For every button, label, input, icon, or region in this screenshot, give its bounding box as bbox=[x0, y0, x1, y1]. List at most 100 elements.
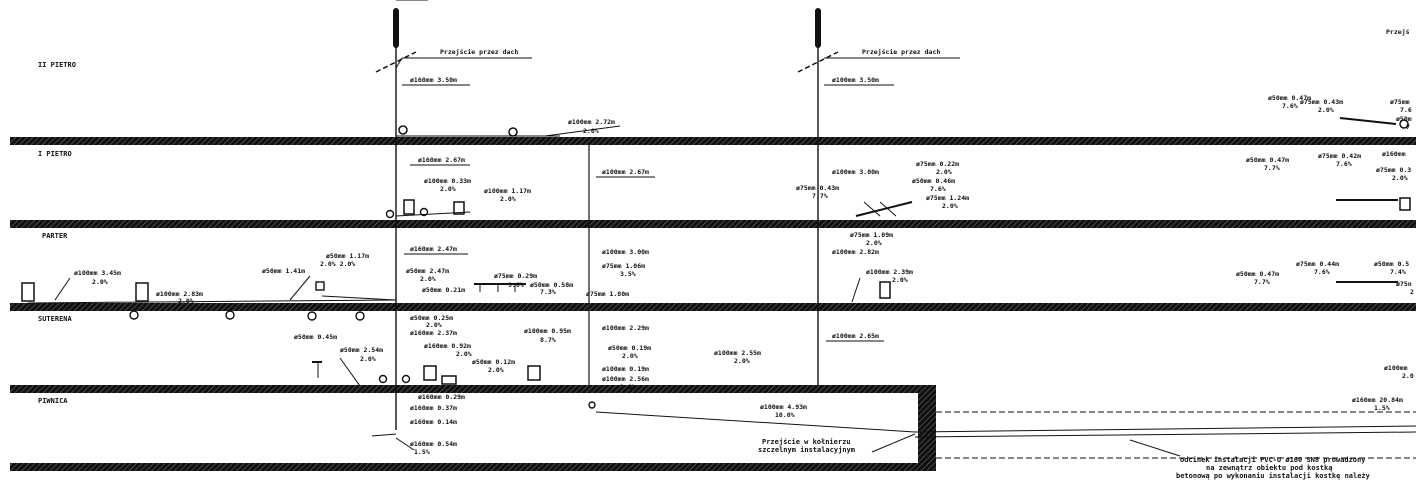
riser-c-i-c: ø50mm 0.46m bbox=[912, 177, 955, 185]
riser-b-sut-e: ø100mm 2.56m bbox=[602, 375, 649, 383]
middle-a-slope: 2.0% bbox=[734, 357, 750, 365]
right-i-d-slope: 2.0% bbox=[1392, 174, 1408, 182]
riser-a-par-branch-slope: 2.0% bbox=[420, 275, 436, 283]
right-par-b-slope: 7.6% bbox=[1314, 268, 1330, 276]
riser-a-suterena-label: ø160mm 2.37m bbox=[410, 329, 457, 337]
left-wing-d-slope: 2.0% 2.0% bbox=[320, 260, 355, 268]
riser-c-par-label: ø100mm 2.82m bbox=[832, 248, 879, 256]
riser-a-i-branch-a-slope: 2.0% bbox=[440, 185, 456, 193]
middle-a: ø100mm 2.55m bbox=[714, 349, 761, 357]
right-par-d: ø75n bbox=[1396, 280, 1412, 288]
middle-note-line2: szczelnym instalacyjnym bbox=[758, 446, 855, 454]
floor-label-parter: PARTER bbox=[42, 232, 68, 240]
left-wing-f: ø50mm 2.54m bbox=[340, 346, 383, 354]
top-fragment: Przejś bbox=[1386, 28, 1410, 36]
riser-a-sut-branch-b: ø160mm 0.92m bbox=[424, 342, 471, 350]
riser-a-sut-branch-c-slope: 2.0% bbox=[488, 366, 504, 374]
foundation-wall bbox=[918, 385, 936, 471]
roof-pipe-label: ø100mm 2.72m bbox=[568, 118, 615, 126]
left-wing-c: ø50mm 1.41m bbox=[262, 267, 305, 275]
riser-a-sut-branch-b-slope: 2.0% bbox=[456, 350, 472, 358]
middle-b-slope: 10.0% bbox=[775, 411, 795, 419]
riser-a-piw-d-slope: 1.5% bbox=[414, 448, 430, 456]
left-wing-a-slope: 2.0% bbox=[92, 278, 108, 286]
right-i-c: ø160mm bbox=[1382, 150, 1406, 158]
riser-a-piw-c: ø160mm 0.14m bbox=[410, 418, 457, 426]
riser-c-i-a-slope: 7.7% bbox=[812, 192, 828, 200]
riser-b-sut-a: ø100mm 0.95m bbox=[524, 327, 571, 335]
right-piw-b-slope: 1.5% bbox=[1374, 404, 1390, 412]
left-wing-f-slope: 2.0% bbox=[360, 355, 376, 363]
riser-c-par-b: ø100mm 2.39m bbox=[866, 268, 913, 276]
riser-a-piw-b: ø160mm 0.37m bbox=[410, 404, 457, 412]
riser-b-par-d: ø75mm 1.06m bbox=[602, 262, 645, 270]
riser-a-parter-label: ø160mm 2.47m bbox=[410, 245, 457, 253]
right-ii-b-slope: 7.6% bbox=[1282, 102, 1298, 110]
bottom-note-line3: betonową po wykonaniu instalacji kostkę … bbox=[1176, 472, 1371, 480]
slab-i bbox=[10, 220, 1416, 228]
roof-pipe-slope: 2.0% bbox=[583, 127, 599, 135]
riser-c-i-c-slope: 7.6% bbox=[930, 185, 946, 193]
right-ii-a-slope: 2.0% bbox=[1318, 106, 1334, 114]
riser-b-sut-c: ø50mm 0.19m bbox=[608, 344, 651, 352]
riser-a-par-branch: ø50mm 2.47m bbox=[406, 267, 449, 275]
slab-parter bbox=[10, 303, 1416, 311]
riser-b-par-a: ø75mm 0.29m bbox=[494, 272, 537, 280]
riser-b-i-label: ø100mm 2.67m bbox=[602, 168, 649, 176]
floor-label-ii: II PIETRO bbox=[38, 61, 76, 69]
right-par-c-slope: 7.4% bbox=[1390, 268, 1406, 276]
riser-a-piw-d: ø160mm 0.54m bbox=[410, 440, 457, 448]
left-wing-d: ø50mm 1.17m bbox=[326, 252, 369, 260]
left-wing-e: ø50mm 0.45m bbox=[294, 333, 337, 341]
bottom-note-line2: na zewnątrz obiektu pod kostką bbox=[1206, 464, 1332, 472]
riser-b-par-slope-x: 7.3% bbox=[540, 288, 556, 296]
middle-b: ø100mm 4.93m bbox=[760, 403, 807, 411]
riser-a-piw-a: ø160mm 0.29m bbox=[418, 393, 465, 401]
slab-suterena bbox=[10, 385, 936, 393]
slab-piwnica bbox=[10, 463, 936, 471]
bottom-note-line1: odcinek instalacji PVC-U ø160 SN8 prowad… bbox=[1180, 456, 1366, 464]
riser-c-ii-label: ø100mm 3.50m bbox=[832, 76, 879, 84]
riser-a-i-branch-b-slope: 2.0% bbox=[500, 195, 516, 203]
riser-b-sut-a-slope: 8.7% bbox=[540, 336, 556, 344]
riser-c-i-b-slope: 2.0% bbox=[936, 168, 952, 176]
floor-label-suterena: SUTERENA bbox=[38, 315, 73, 323]
right-ii-d-slope: 7 bbox=[1406, 123, 1410, 131]
riser-c-i-e: ø75mm 1.09m bbox=[850, 231, 893, 239]
riser-a-sut-branch-c: ø50mm 0.12m bbox=[472, 358, 515, 366]
riser-c-i-e-slope: 2.0% bbox=[866, 239, 882, 247]
right-par-c: ø50mm 0.5 bbox=[1374, 260, 1409, 268]
riser-b-par-c: ø100mm 3.00m bbox=[602, 248, 649, 256]
right-piw-b: ø160mm 20.84m bbox=[1352, 396, 1403, 404]
right-i-b-slope: 7.6% bbox=[1336, 160, 1352, 168]
riser-c-i-d-slope: 2.0% bbox=[942, 202, 958, 210]
slab-ii bbox=[10, 137, 1416, 145]
riser-c-i-a: ø75mm 0.43m bbox=[796, 184, 839, 192]
right-ii-c-slope: 7.6 bbox=[1400, 106, 1412, 114]
right-i-a: ø50mm 0.47m bbox=[1246, 156, 1289, 164]
riser-c-i-label: ø100mm 3.00m bbox=[832, 168, 879, 176]
riser-c-sut-label: ø100mm 2.65m bbox=[832, 332, 879, 340]
right-ii-c: ø75mm bbox=[1390, 98, 1410, 106]
roof-note-c: Przejście przez dach bbox=[862, 48, 940, 56]
riser-a-i-label: ø160mm 2.67m bbox=[418, 156, 465, 164]
riser-a-ii-label: ø160mm 3.50m bbox=[410, 76, 457, 84]
right-par-b: ø75mm 0.44m bbox=[1296, 260, 1339, 268]
left-wing-a: ø100mm 3.45m bbox=[74, 269, 121, 277]
riser-b-par-b: ø50mm 0.58m bbox=[530, 281, 573, 289]
right-i-d: ø75mm 0.3 bbox=[1376, 166, 1411, 174]
right-par-a-slope: 7.7% bbox=[1254, 278, 1270, 286]
right-ii-a: ø75mm 0.43m bbox=[1300, 98, 1343, 106]
right-piw-a-slope: 2.0 bbox=[1402, 372, 1414, 380]
riser-c-par-b-slope: 2.0% bbox=[892, 276, 908, 284]
riser-b-sut-d: ø100mm 0.19m bbox=[602, 365, 649, 373]
left-wing-b: ø100mm 2.83m bbox=[156, 290, 203, 298]
riser-b-par-e: ø75mm 1.80m bbox=[586, 290, 629, 298]
middle-note-line1: Przejście w kołnierzu bbox=[762, 438, 851, 446]
riser-c-i-d: ø75mm 1.24m bbox=[926, 194, 969, 202]
riser-a-par-branch-b: ø50mm 0.21m bbox=[422, 286, 465, 294]
right-i-a-slope: 7.7% bbox=[1264, 164, 1280, 172]
right-ii-d: ø50m bbox=[1396, 115, 1412, 123]
riser-c-i-b: ø75mm 0.22m bbox=[916, 160, 959, 168]
riser-a-sut-branch: ø50mm 0.25m bbox=[410, 314, 453, 322]
